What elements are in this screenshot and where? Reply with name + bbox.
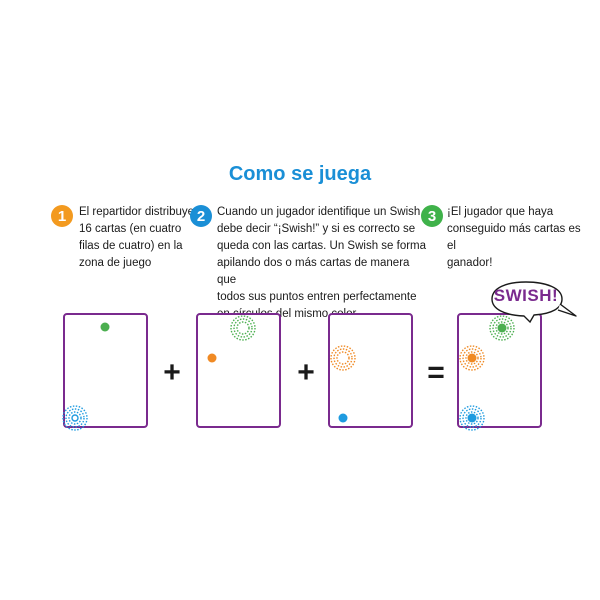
equals-operator: = bbox=[427, 356, 445, 389]
step-3-text: ¡El jugador que haya conseguido más cart… bbox=[447, 204, 592, 272]
step-2-text: Cuando un jugador identifique un Swish d… bbox=[217, 204, 427, 323]
step-3-line: conseguido más cartas es el bbox=[447, 223, 581, 252]
green-ring bbox=[230, 315, 256, 341]
card-2 bbox=[196, 313, 281, 428]
step-2-badge: 2 bbox=[190, 205, 212, 227]
card-3 bbox=[328, 313, 413, 428]
blue-ring-with-dot bbox=[459, 405, 485, 431]
green-ring-with-dot bbox=[489, 315, 515, 341]
orange-ring-with-dot bbox=[459, 345, 485, 371]
step-2-line: apilando dos o más cartas de manera que bbox=[217, 257, 410, 286]
step-2-line: Cuando un jugador identifique un Swish bbox=[217, 206, 421, 218]
plus-operator-2: + bbox=[297, 356, 315, 389]
step-2-line: queda con las cartas. Un Swish se forma bbox=[217, 240, 427, 252]
result-card bbox=[457, 313, 542, 431]
orange-ring bbox=[330, 345, 356, 371]
step-1-line: El repartidor distribuye bbox=[79, 206, 195, 218]
blue-ring bbox=[62, 405, 88, 431]
card-1 bbox=[62, 313, 148, 431]
plus-operator-1: + bbox=[163, 356, 181, 389]
blue-dot bbox=[338, 413, 348, 423]
step-3-line: ¡El jugador que haya bbox=[447, 206, 554, 218]
green-dot bbox=[100, 322, 110, 332]
orange-dot bbox=[207, 353, 217, 363]
page-title: Como se juega bbox=[228, 163, 372, 185]
step-1-line: zona de juego bbox=[79, 257, 152, 269]
step-3-line: ganador! bbox=[447, 257, 493, 269]
step-1-badge: 1 bbox=[51, 205, 73, 227]
step-2-line: todos sus puntos entren perfectamente bbox=[217, 291, 417, 303]
step-2-line: debe decir “¡Swish!” y si es correcto se bbox=[217, 223, 416, 235]
step-1-line: filas de cuatro) en la bbox=[79, 240, 183, 252]
swish-speech-bubble bbox=[491, 281, 577, 324]
swish-bubble-text: SWISH! bbox=[493, 286, 559, 305]
step-1-line: 16 cartas (en cuatro bbox=[79, 223, 182, 235]
step-3-badge: 3 bbox=[421, 205, 443, 227]
step-1-text: El repartidor distribuye 16 cartas (en c… bbox=[79, 204, 199, 272]
